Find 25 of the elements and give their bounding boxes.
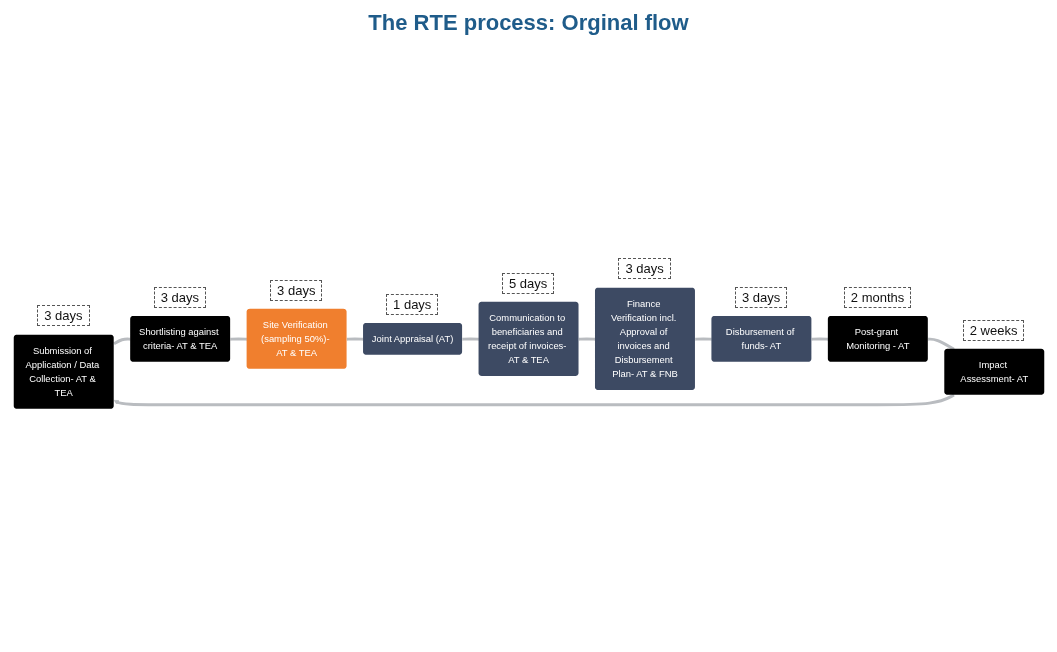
duration-label: 5 days — [502, 272, 555, 294]
node-box: Impact Assessment- AT — [943, 348, 1044, 395]
node-box: Post-grant Monitoring - AT — [827, 315, 928, 362]
connector — [112, 337, 130, 345]
node-box: Site Verification (sampling 50%)- AT & TEA — [246, 308, 347, 369]
duration-label: 1 days — [386, 293, 439, 315]
node-box: Shortlisting against criteria- AT & TEA — [129, 315, 230, 362]
duration-label: 3 days — [153, 286, 206, 308]
connector — [229, 337, 247, 341]
diagram-title: The RTE process: Orginal flow — [368, 10, 689, 36]
duration-label: 3 days — [37, 305, 90, 327]
connector — [461, 337, 479, 341]
node-box: Disbursement of funds- AT — [710, 315, 811, 362]
node-box: Communication to beneficiaries and receipt of invoices- AT & TEA — [478, 301, 578, 376]
duration-label: 3 days — [734, 286, 788, 308]
duration-label: 3 days — [270, 279, 323, 301]
duration-label: 2 weeks — [962, 319, 1025, 341]
connector — [346, 337, 363, 341]
node-box: Finance Verification incl. Approval of invoices and Disbursement Plan- AT & FNB — [594, 287, 695, 390]
duration-label: 3 days — [618, 258, 671, 280]
arrow — [113, 393, 955, 406]
node-box: Joint Appraisal (AT) — [362, 322, 462, 355]
connector — [927, 337, 955, 351]
duration-label: 2 months — [843, 286, 912, 308]
node-box: Submission of Application / Data Collection- AT & TEA — [13, 334, 114, 409]
